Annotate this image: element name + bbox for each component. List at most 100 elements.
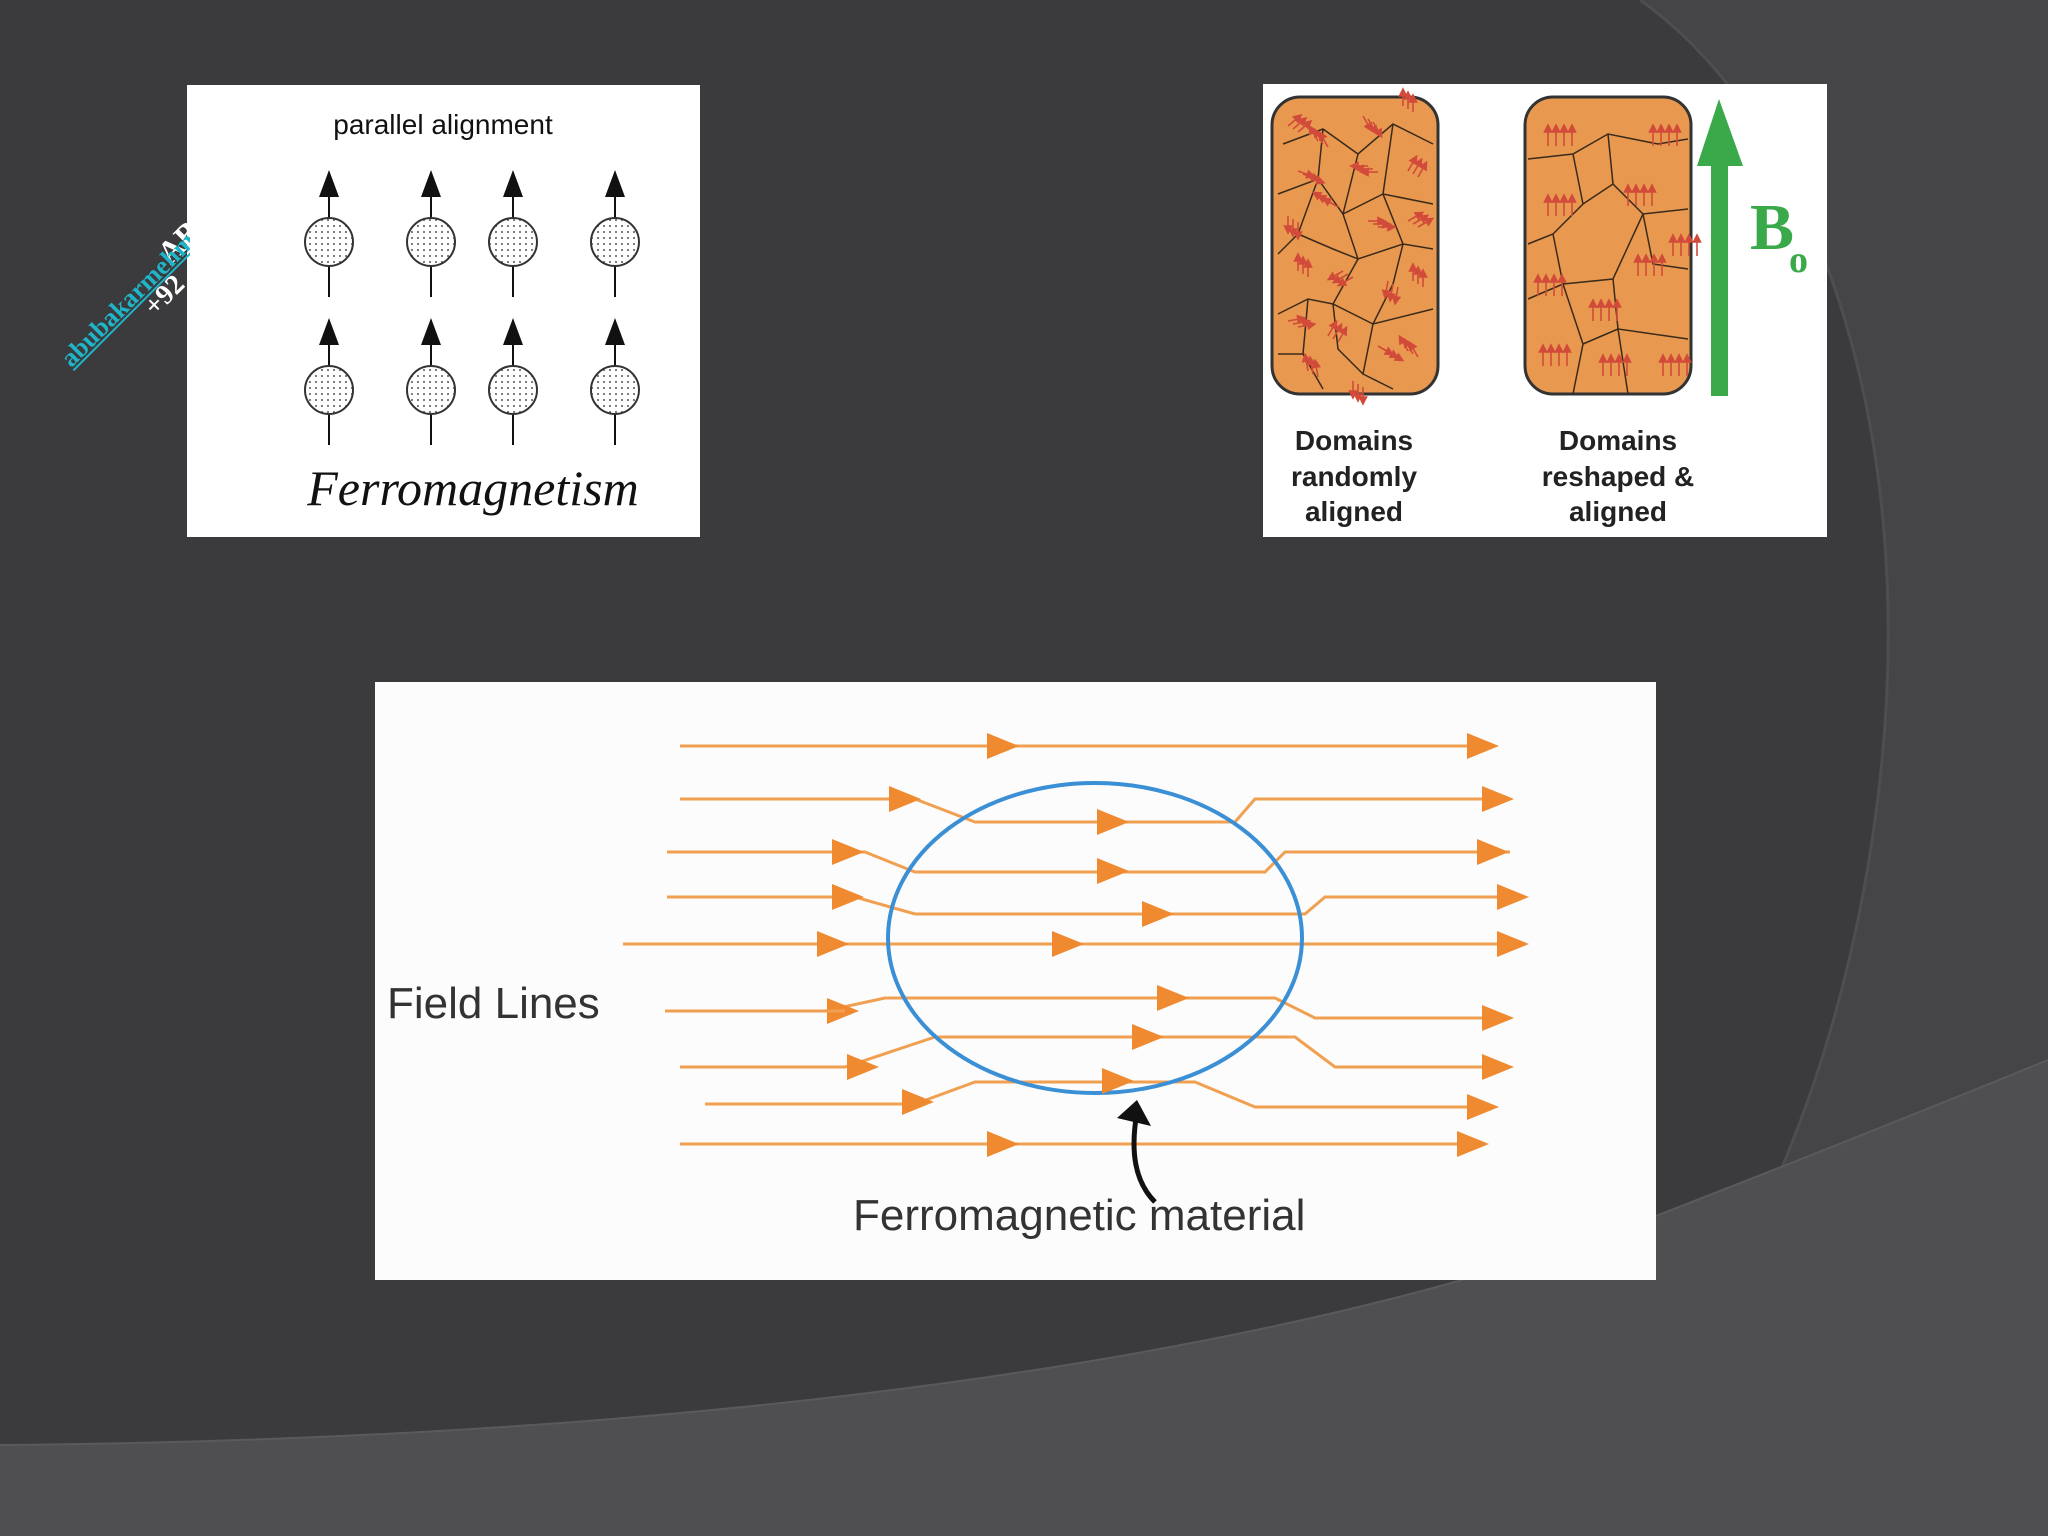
spin-up-arrow-icon [503, 318, 523, 345]
field-lines-label: Field Lines [387, 979, 600, 1028]
field-line [667, 850, 1510, 874]
spin-particle [590, 217, 640, 267]
field-line-group [623, 744, 1525, 1146]
parallel-heading: parallel alignment [333, 109, 553, 140]
spin-grid [304, 170, 640, 445]
field-arrow-icon [1482, 1054, 1514, 1080]
field-arrow-icon [1482, 1005, 1514, 1031]
spin-particle [488, 365, 538, 415]
domain-moment-arrow-icon [1321, 197, 1339, 208]
spin-up-arrow-icon [503, 170, 523, 197]
field-arrow-head [1697, 99, 1743, 166]
domain-moment-arrow-icon [1407, 211, 1425, 222]
domain-moment-arrow-icon [1417, 160, 1428, 178]
domain-moment-arrow-icon [1412, 214, 1430, 225]
field-arrow-icon [1467, 733, 1499, 759]
left-caption-line-1: Domains [1295, 425, 1413, 456]
field-lines-figure: Field Lines Ferromagnetic material [375, 682, 1656, 1280]
domain-moment-arrow-icon [1307, 175, 1326, 185]
spin-particle [304, 217, 354, 267]
left-caption-line-2: randomly [1291, 461, 1417, 492]
domains-figure: B o Domains randomly aligned Domains res… [1263, 84, 1827, 537]
domain-moment-arrow-icon [1386, 283, 1397, 303]
aligned-domain-boundaries [1527, 133, 1689, 395]
domain-moment-arrow-icon [1381, 280, 1392, 300]
aligned-moment-arrows [1533, 123, 1702, 376]
field-arrow-icon [1102, 1068, 1134, 1094]
field-line [680, 1035, 1510, 1069]
field-line [705, 1080, 1485, 1109]
random-moment-arrows [1283, 87, 1435, 406]
right-caption-line-3: aligned [1569, 496, 1667, 527]
domain-moment-arrow-icon [1391, 286, 1402, 306]
domain-moment-arrow-icon [1318, 130, 1329, 148]
material-pointer-head [1117, 1100, 1151, 1126]
domains-svg: B o Domains randomly aligned Domains res… [1270, 87, 1808, 527]
parallel-alignment-figure: parallel alignment Ferromagnetism [187, 85, 700, 537]
spin-up-arrow-icon [319, 170, 339, 197]
spin-up-arrow-icon [605, 318, 625, 345]
watermark-left-region: ABU BAKAR MEHMOOD abubakarmehmood@yahoo.… [30, 0, 190, 380]
field-arrow-icon [817, 931, 849, 957]
field-arrow-icon [832, 839, 864, 865]
domain-moment-arrow-icon [1372, 121, 1383, 139]
domain-moment-arrow-icon [1292, 317, 1312, 328]
aligned-domains-block [1523, 95, 1693, 396]
field-arrow-icon [889, 786, 921, 812]
field-arrow-icon [1467, 1094, 1499, 1120]
domain-moment-arrow-icon [1387, 351, 1405, 362]
domain-moment-arrow-icon [1287, 113, 1303, 127]
spin-particle [304, 365, 354, 415]
domain-moment-arrow-icon [1336, 276, 1354, 287]
field-arrow-icon [1142, 901, 1174, 927]
material-pointer-line [1131, 1111, 1157, 1204]
domain-moment-arrow-icon [1408, 340, 1419, 358]
right-caption-line-2: reshaped & [1542, 461, 1695, 492]
field-lines-svg: Field Lines Ferromagnetic material [387, 733, 1529, 1240]
domain-moment-arrow-icon [1297, 169, 1316, 179]
field-arrow-icon [832, 884, 864, 910]
field-line [670, 996, 1507, 1020]
right-caption-line-1: Domains [1559, 425, 1677, 456]
field-arrow-icon [902, 1089, 934, 1115]
domain-moment-arrow-icon [1417, 217, 1435, 228]
field-arrow-icon [847, 1054, 879, 1080]
field-arrow-icon [1157, 985, 1189, 1011]
left-caption-line-3: aligned [1305, 496, 1403, 527]
watermark-top-region: abubakarmehmood@yahoo.com [200, 0, 400, 90]
domain-moment-arrow-icon [1297, 320, 1317, 331]
parallel-alignment-svg: parallel alignment Ferromagnetism [304, 109, 640, 516]
spin-up-arrow-icon [319, 318, 339, 345]
field-arrow-icon [1097, 858, 1129, 884]
domain-moment-arrow-icon [1302, 172, 1321, 182]
field-arrow-icon [1497, 884, 1529, 910]
field-arrow-icon [1477, 839, 1509, 865]
ferromagnetic-material-circle [886, 781, 1304, 1095]
spin-particle [488, 217, 538, 267]
field-arrow-icon [987, 1131, 1019, 1157]
field-b-label: B [1750, 191, 1794, 264]
field-arrow-icon [1482, 786, 1514, 812]
field-arrow-icon [1052, 931, 1084, 957]
field-line [680, 797, 1505, 824]
field-arrow-shaft [1711, 154, 1728, 396]
domain-moment-arrow-icon [1297, 119, 1313, 133]
ferromagnetic-material-label: Ferromagnetic material [853, 1191, 1305, 1240]
spin-up-arrow-icon [421, 170, 441, 197]
field-arrow-icon [1097, 809, 1129, 835]
domain-moment-arrow-icon [1292, 116, 1308, 130]
spin-up-arrow-icon [605, 170, 625, 197]
spin-particle [590, 365, 640, 415]
ferromagnetism-caption: Ferromagnetism [306, 460, 638, 516]
spin-particle [406, 365, 456, 415]
field-arrow-icon [1497, 931, 1529, 957]
field-arrow-icon [1132, 1024, 1164, 1050]
field-line [667, 895, 1515, 916]
field-arrow-icon [1457, 1131, 1489, 1157]
spin-up-arrow-icon [421, 318, 441, 345]
spin-particle [406, 217, 456, 267]
domain-moment-arrow-icon [1287, 314, 1307, 325]
domain-moment-arrow-icon [1311, 358, 1322, 378]
field-arrow-icon [987, 733, 1019, 759]
